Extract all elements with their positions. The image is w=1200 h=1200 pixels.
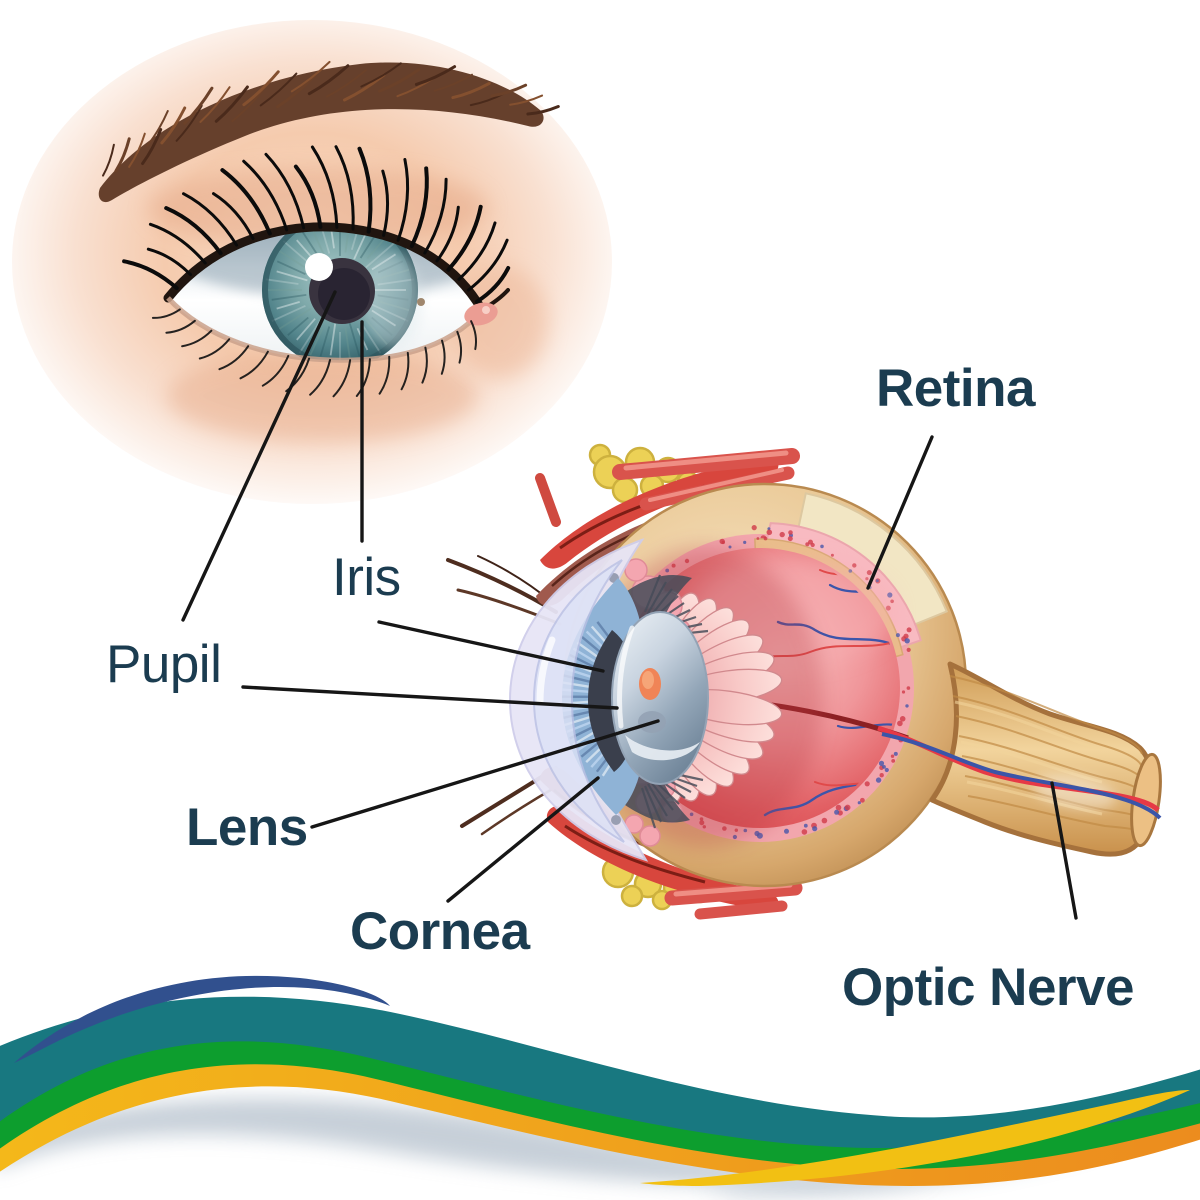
label-retina: Retina	[876, 359, 1035, 418]
eye-cross-section	[446, 443, 1162, 920]
under-eye-shading	[167, 350, 477, 442]
cornea-specular	[536, 636, 556, 706]
eyebrow-hairs	[102, 60, 560, 177]
iris-freckle	[417, 298, 425, 306]
eyebrow	[98, 62, 544, 203]
iris-light-side	[362, 252, 422, 348]
leader-pupil-eye	[181, 290, 337, 622]
wave-teal	[0, 996, 1200, 1149]
leader-iris-diagram	[377, 620, 605, 673]
label-optic-nerve: Optic Nerve	[842, 958, 1135, 1017]
lens-orange-core	[642, 671, 654, 689]
wave-decoration	[0, 975, 1200, 1198]
label-pupil: Pupil	[106, 635, 222, 694]
wave-navy-arc	[14, 975, 390, 1063]
label-iris: Iris	[332, 548, 401, 607]
leader-cornea-diagram	[446, 776, 600, 903]
leader-pupil-diagram	[241, 685, 619, 710]
leader-optic-nerve-diagram	[1050, 781, 1078, 920]
central-vein	[881, 732, 1162, 820]
wave-gold-arc	[640, 1090, 1190, 1186]
leader-lens-diagram	[310, 719, 660, 829]
shell-rivet-bottom	[611, 815, 621, 825]
eye-highlight	[305, 253, 333, 281]
label-lens: Lens	[186, 798, 308, 857]
realistic-eye-illustration	[12, 20, 612, 504]
blood-vessel-tubes	[612, 448, 803, 920]
label-cornea: Cornea	[350, 902, 530, 961]
optic-nerve-striations	[949, 675, 1143, 833]
leader-retina-diagram	[866, 435, 934, 590]
pupil-core	[318, 268, 370, 320]
tear-duct-shine	[482, 306, 490, 314]
upper-eyelashes	[122, 145, 511, 304]
lens-glint	[625, 735, 700, 761]
lens-shape	[611, 611, 709, 785]
lens-edge-light	[616, 625, 635, 729]
cornea-dome	[532, 559, 625, 843]
